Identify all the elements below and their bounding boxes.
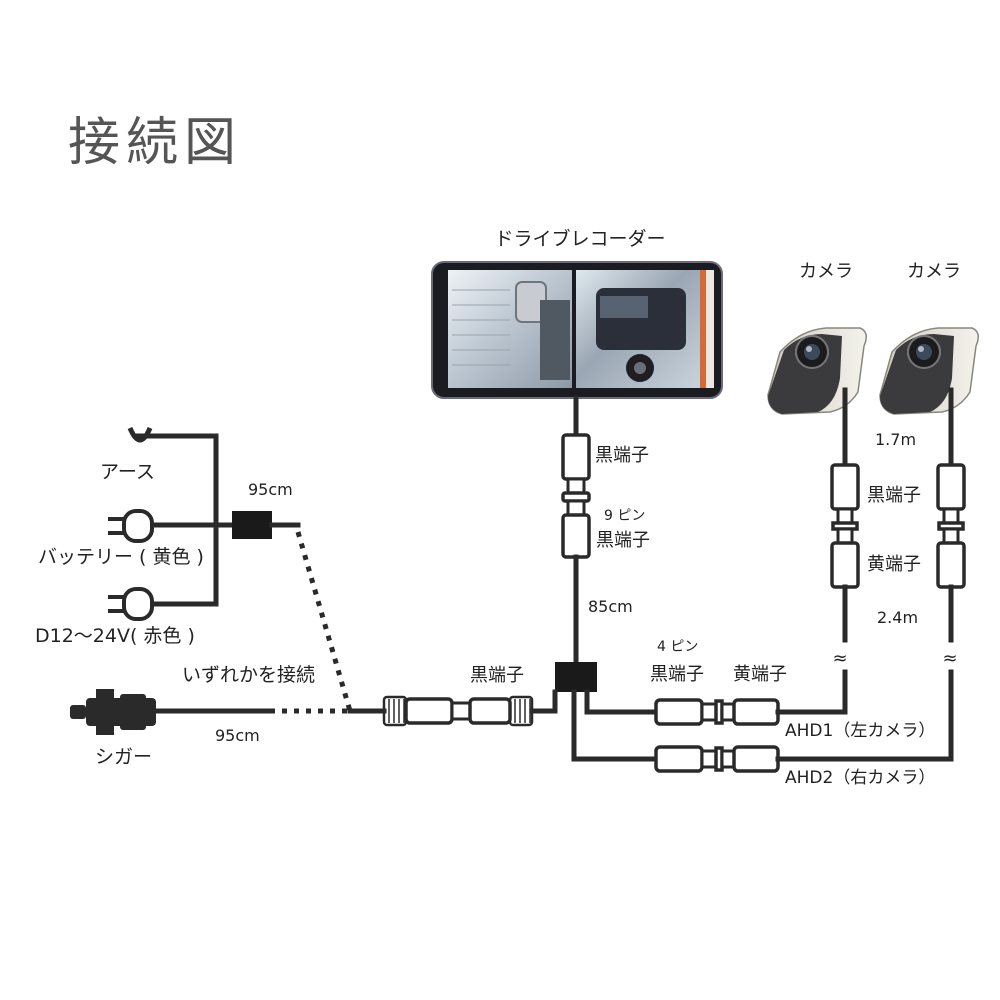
acc-label: D12～24V( 赤色 ) [35, 625, 195, 647]
ahd1-label: AHD1（左カメラ） [785, 721, 935, 741]
camera-right-joint-a [942, 507, 960, 525]
camera-right-label: カメラ [907, 261, 961, 282]
page-title: 接続図 [68, 113, 242, 173]
cigar-plug-icon [70, 689, 273, 735]
branch-ahd1-wire [584, 689, 659, 715]
camera-right-connector-yellow [936, 541, 966, 589]
cigar-length-label: 95cm [215, 726, 260, 745]
connector-black-9pin-label: 黒端子 [596, 530, 650, 551]
connector-joint-ahd1-a [700, 702, 718, 722]
camera-right-connector-black [936, 463, 966, 511]
camera-left-joint-a [836, 507, 854, 525]
power-connector-b [468, 697, 512, 725]
earth-label: アース [100, 461, 155, 483]
power-input-wire [347, 689, 558, 727]
battery-plug-icon [108, 509, 154, 543]
camera-connector-black-label: 黒端子 [867, 485, 921, 506]
camera-upper-length-label: 1.7m [875, 430, 916, 449]
connector-black-ahd2 [654, 745, 704, 773]
camera-left [767, 327, 867, 415]
connector-joint-ahd2-a [700, 749, 718, 769]
hardwire-kit [135, 433, 301, 607]
connector-black-top-label: 黒端子 [595, 445, 649, 466]
ahd1-cable [775, 669, 848, 715]
pin9-label: 9 ピン [604, 508, 645, 524]
connector-black-9pin [561, 513, 591, 559]
break-mark-left: ≈ [832, 648, 847, 669]
cigar-label: シガー [95, 746, 152, 768]
battery-label: バッテリー ( 黄色 ) [38, 546, 204, 568]
power-connector-joint [450, 701, 472, 721]
connector-joint-ahd2-b [720, 749, 736, 769]
connector-yellow-ahd2 [732, 745, 780, 773]
connector-black-4pin-label: 黒端子 [650, 664, 704, 685]
camera-left-joint-b [836, 527, 854, 545]
connector-joint-mid [566, 499, 586, 517]
drive-recorder [431, 261, 723, 399]
any-connect-label: いずれかを接続 [182, 664, 315, 686]
hardwire-length-label: 95cm [248, 480, 293, 499]
camera-left-connector-yellow [830, 541, 860, 589]
splitter-block [555, 662, 597, 692]
ahd2-label: AHD2（右カメラ） [785, 768, 935, 788]
connector-joint-top [566, 477, 586, 495]
camera-left-connector-black [830, 463, 860, 511]
camera-right-joint-b [942, 527, 960, 545]
connector-yellow-4pin-label: 黄端子 [733, 664, 787, 685]
pin4-label: 4 ピン [657, 639, 698, 655]
connector-black-top [561, 433, 591, 481]
connector-black-4pin [654, 698, 704, 726]
camera-right [879, 327, 979, 415]
power-connector-a [404, 697, 454, 725]
ahd2-cable [775, 669, 954, 762]
recorder-label: ドライブレコーダー [494, 227, 665, 250]
connector-yellow-4pin [732, 698, 780, 726]
camera-connector-yellow-label: 黄端子 [867, 554, 921, 575]
camera-lower-length-label: 2.4m [877, 608, 918, 627]
branch-ahd2-wire [571, 689, 659, 762]
connector-joint-ahd1-b [720, 702, 736, 722]
acc-plug-icon [108, 587, 154, 621]
camera-left-label: カメラ [799, 261, 853, 282]
main-length-label: 85cm [588, 597, 633, 616]
break-mark-right: ≈ [942, 648, 957, 669]
earth-terminal-icon [127, 426, 153, 443]
power-connector-label: 黒端子 [470, 665, 524, 686]
